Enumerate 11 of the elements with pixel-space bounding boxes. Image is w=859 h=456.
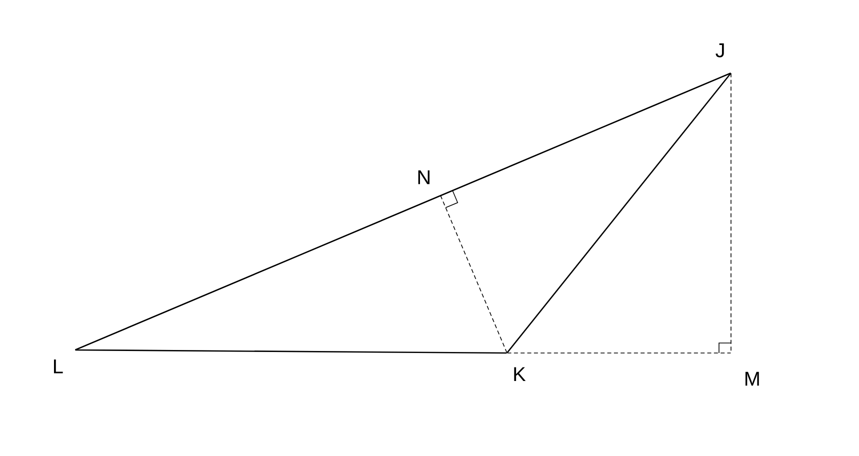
line-segment <box>75 72 731 350</box>
dashed-line <box>506 352 732 354</box>
line-segment <box>75 349 507 354</box>
point-label: K <box>514 367 526 382</box>
point-label: J <box>716 43 724 58</box>
point-label: L <box>54 359 63 374</box>
point-label: N <box>418 170 430 184</box>
point-label: M <box>746 372 759 386</box>
line-segment <box>506 72 732 354</box>
dashed-line <box>730 72 732 354</box>
dashed-line <box>440 196 508 354</box>
